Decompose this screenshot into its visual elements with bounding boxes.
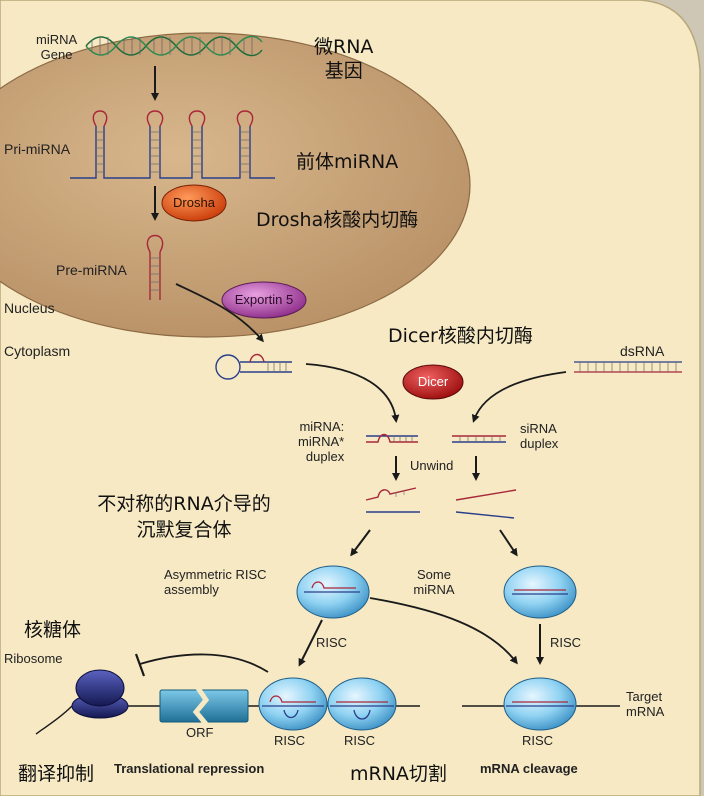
label-pre-mirna: Pre-miRNA: [56, 262, 127, 278]
label-cytoplasm: Cytoplasm: [4, 343, 71, 359]
mirna-gene-helix: [85, 35, 263, 57]
label-pri-mirna: Pri-miRNA: [4, 141, 71, 157]
risc-asymmetric: [296, 565, 370, 619]
arrow-to-asym-risc: [350, 529, 371, 557]
label-some-mirna: Some miRNA: [413, 567, 455, 597]
sirna-duplex: [452, 435, 506, 443]
annotation-ribosome-zh: 核糖体: [24, 619, 82, 641]
label-mirna-duplex: miRNA: miRNA* duplex: [298, 419, 345, 464]
arrow-to-sirna-duplex: [471, 371, 567, 423]
dicer-enzyme: [402, 364, 464, 400]
annotation-translation-repression-zh: 翻译抑制: [18, 763, 95, 785]
label-sirna-duplex: siRNA duplex: [520, 421, 559, 451]
orf-block: [159, 686, 249, 726]
risc-bound-2: [327, 677, 397, 731]
label-risc-arrow-right: RISC: [550, 635, 582, 650]
label-risc-bound-1: RISC: [274, 733, 306, 748]
label-asym-risc: Asymmetric RISC assembly: [164, 567, 267, 597]
dicer-label: Dicer: [417, 374, 449, 389]
ribosome: [71, 669, 129, 719]
annotation-pre-mirna-zh: 前体miRNA: [296, 151, 399, 173]
label-nucleus: Nucleus: [4, 300, 55, 316]
unwound-sirna-strands: [455, 489, 517, 519]
cytoplasmic-pre-mirna: [215, 353, 292, 380]
nucleus: [0, 32, 471, 338]
inhibition-bar: [134, 653, 146, 677]
label-orf: ORF: [186, 725, 214, 740]
unwound-mirna-strands: [365, 487, 420, 513]
label-translational-repression: Translational repression: [114, 761, 265, 776]
arrow-to-mirna-duplex: [305, 363, 400, 423]
annotation-mrna-cleavage-zh: mRNA切割: [350, 763, 447, 785]
label-mirna-gene: miRNA Gene: [36, 32, 78, 62]
pri-mirna-structure: [70, 110, 275, 179]
arrow-export: [175, 283, 264, 343]
label-unwind: Unwind: [410, 458, 454, 473]
risc-cleavage: [503, 677, 577, 731]
exportin5-label: Exportin 5: [234, 292, 294, 307]
pre-mirna-structure: [146, 234, 164, 300]
annotation-mirna-gene-zh: 微RNA 基因: [314, 36, 374, 82]
mirna-duplex: [366, 433, 418, 443]
label-target-mrna: Target mRNA: [626, 689, 665, 719]
drosha-enzyme: [161, 184, 227, 222]
risc-bound-1: [258, 677, 328, 731]
exportin5-protein: [221, 281, 307, 319]
label-mrna-cleavage: mRNA cleavage: [480, 761, 578, 776]
label-ribosome: Ribosome: [4, 651, 63, 666]
annotation-dicer-zh: Dicer核酸内切酶: [388, 325, 533, 347]
annotation-risc-zh: 不对称的RNA介导的 沉默复合体: [97, 493, 271, 541]
inhibition-line: [139, 653, 269, 673]
label-risc-bound-2: RISC: [344, 733, 376, 748]
label-dsrna: dsRNA: [620, 343, 665, 359]
label-risc-arrow-left: RISC: [316, 635, 348, 650]
annotation-drosha-zh: Drosha核酸内切酶: [256, 209, 419, 231]
arrow-risc-to-repression: [298, 619, 323, 667]
drosha-label: Drosha: [173, 195, 215, 210]
arrow-to-sirna-risc: [499, 529, 518, 557]
arrow-risc-to-cleavage: [369, 597, 518, 665]
label-risc-cleavage: RISC: [522, 733, 554, 748]
dsrna-structure: [574, 361, 682, 373]
risc-sirna: [503, 565, 577, 619]
